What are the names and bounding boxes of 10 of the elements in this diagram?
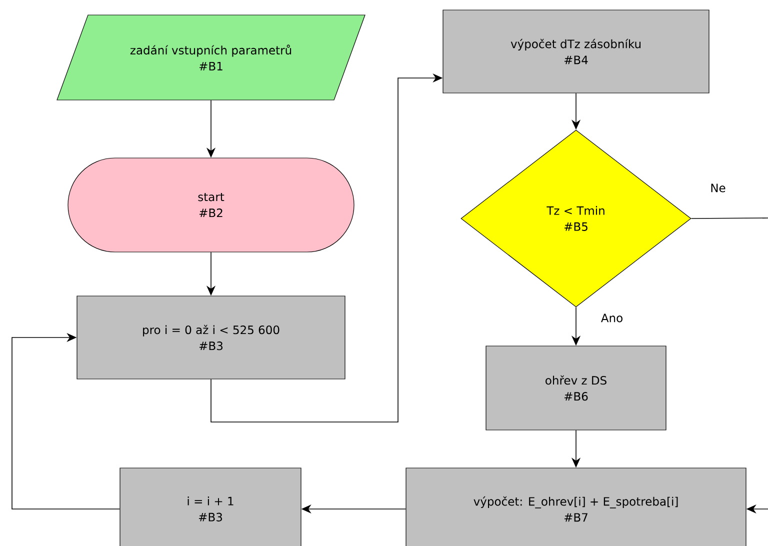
process-box: ohřev z DS #B6 <box>486 346 666 430</box>
edge-label: Ne <box>709 182 727 194</box>
process-box: pro i = 0 až i < 525 600 #B3 <box>76 296 346 380</box>
start-terminal: start #B2 <box>68 158 354 252</box>
arrow <box>12 332 120 510</box>
process-box: výpočet dTz zásobníku #B4 <box>442 10 710 94</box>
input-parallelogram: zadání vstupních parametrů #B1 <box>56 14 366 100</box>
process-box: výpočet: E_ohrev[i] + E_spotreba[i] #B7 <box>406 468 746 546</box>
process-box: i = i + 1 #B3 <box>120 468 302 546</box>
edge-label: Ano <box>600 312 624 324</box>
